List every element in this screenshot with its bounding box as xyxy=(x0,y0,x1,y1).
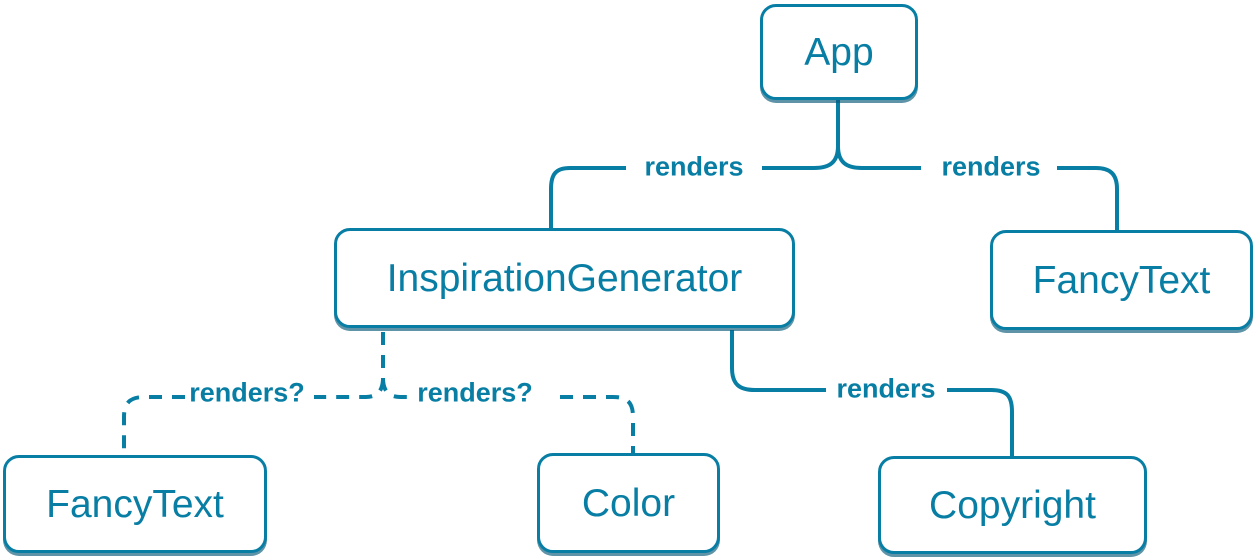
node-inspiration-generator: InspirationGenerator xyxy=(334,228,795,328)
node-fancy-text-bottom: FancyText xyxy=(3,455,267,553)
node-app: App xyxy=(760,4,918,100)
node-copyright: Copyright xyxy=(878,456,1147,554)
node-color: Color xyxy=(537,453,720,553)
edge-label-app-to-inspirationgenerator: renders xyxy=(644,151,744,182)
node-fancy-text-bottom-label: FancyText xyxy=(46,482,224,526)
node-inspiration-generator-label: InspirationGenerator xyxy=(386,256,743,300)
edge-inspirationgenerator-to-copyright-line xyxy=(730,330,1014,456)
node-color-label: Color xyxy=(581,481,676,525)
edge-inspirationgenerator-to-color-line xyxy=(381,377,635,453)
node-app-label: App xyxy=(804,30,874,74)
edge-app-to-fancytext-line xyxy=(836,145,1119,230)
node-fancy-text-top: FancyText xyxy=(990,230,1253,330)
edge-label-inspirationgenerator-to-fancytext: renders? xyxy=(189,377,305,408)
node-copyright-label: Copyright xyxy=(929,483,1096,527)
node-fancy-text-top-label: FancyText xyxy=(1032,258,1211,302)
edge-label-app-to-fancytext: renders xyxy=(941,151,1041,182)
edge-label-inspirationgenerator-to-color: renders? xyxy=(417,377,533,408)
edge-label-inspirationgenerator-to-copyright: renders xyxy=(836,373,936,404)
